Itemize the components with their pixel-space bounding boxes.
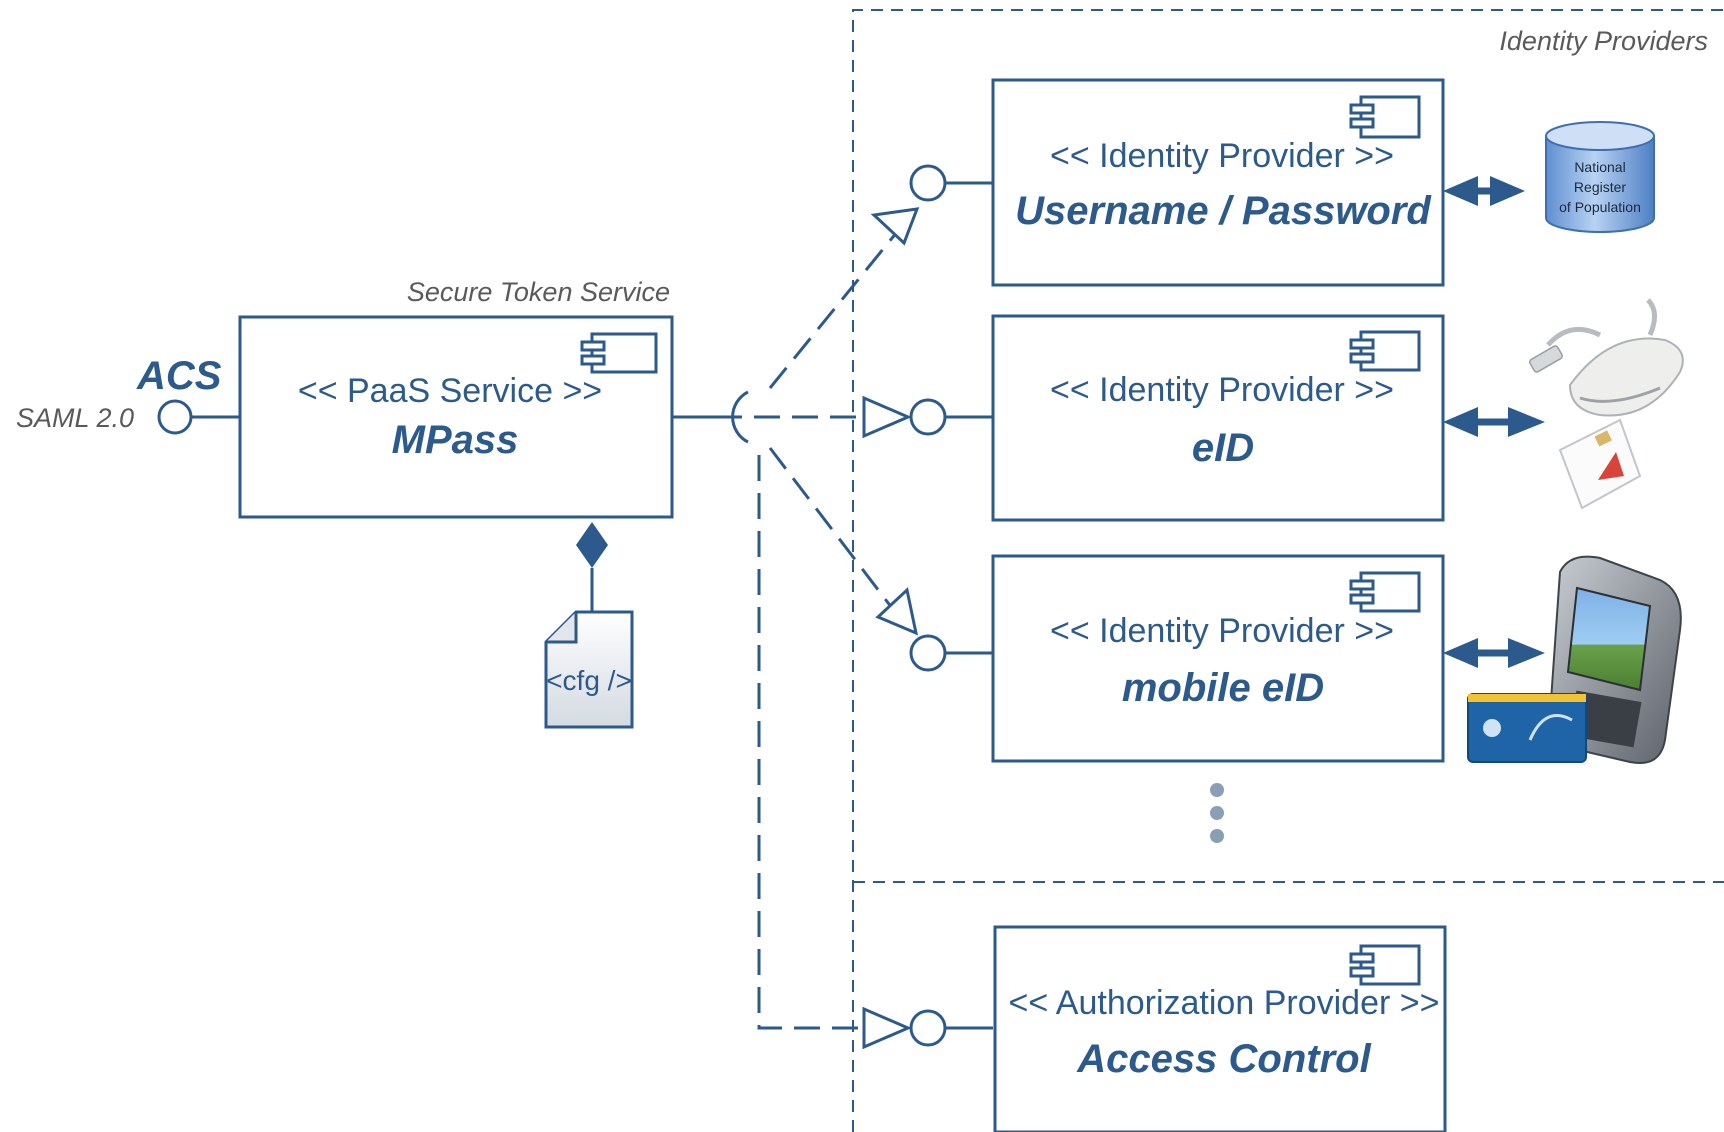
double-arrow xyxy=(1443,638,1545,668)
dependency-lines xyxy=(716,231,899,1030)
component-icon xyxy=(1349,330,1421,372)
component-icon xyxy=(580,332,658,374)
svg-text:National: National xyxy=(1574,159,1625,175)
double-arrow xyxy=(1443,176,1525,206)
double-arrow xyxy=(1443,407,1545,437)
provider-mobile-eid[interactable]: << Identity Provider >> mobile eID xyxy=(991,554,1445,763)
identity-providers-boundary: Identity Providers xyxy=(852,9,1724,1132)
boundary-label: Identity Providers xyxy=(1499,26,1708,56)
component-icon xyxy=(1349,944,1421,986)
svg-text:of Population: of Population xyxy=(1559,199,1641,215)
authorization-provider[interactable]: << Authorization Provider >> Access Cont… xyxy=(993,925,1447,1132)
provider-stereotype: << Identity Provider >> xyxy=(1050,612,1394,650)
provider-username-password[interactable]: << Identity Provider >> Username / Passw… xyxy=(991,78,1445,287)
svg-text:Register: Register xyxy=(1574,179,1626,195)
card-reader-icon xyxy=(1528,298,1684,417)
provider-name: Username / Password xyxy=(1015,189,1432,233)
config-composition xyxy=(576,522,608,612)
database-icon: National Register of Population xyxy=(1545,121,1655,233)
config-label: <cfg /> xyxy=(546,665,632,696)
config-file-icon: <cfg /> xyxy=(544,610,634,729)
smart-card-icon xyxy=(1558,418,1642,510)
more-providers-ellipsis xyxy=(1210,783,1224,843)
interface-access-control xyxy=(862,1006,993,1050)
provider-eid[interactable]: << Identity Provider >> eID xyxy=(991,314,1445,522)
provider-name: eID xyxy=(1192,426,1254,470)
interface-eid xyxy=(862,395,993,439)
component-icon xyxy=(1349,95,1421,139)
mobile-id-card-icon xyxy=(1467,693,1587,763)
mpass-stereotype: << PaaS Service >> xyxy=(298,372,602,410)
authorization-stereotype: << Authorization Provider >> xyxy=(1009,984,1440,1022)
acs-lollipop xyxy=(157,399,193,435)
acs-port[interactable]: ACS SAML 2.0 xyxy=(16,354,240,435)
acs-label: ACS xyxy=(136,354,222,398)
saml-label: SAML 2.0 xyxy=(16,403,134,433)
provider-stereotype: << Identity Provider >> xyxy=(1050,137,1394,175)
interface-username xyxy=(870,164,993,246)
mpass-caption: Secure Token Service xyxy=(407,277,670,307)
provider-name: mobile eID xyxy=(1122,666,1324,710)
component-icon xyxy=(1349,571,1421,613)
mpass-name: MPass xyxy=(392,418,519,462)
interface-mobile-eid xyxy=(875,587,993,672)
authorization-name: Access Control xyxy=(1076,1037,1371,1081)
mpass-component[interactable]: Secure Token Service << PaaS Service >> … xyxy=(238,277,674,519)
provider-stereotype: << Identity Provider >> xyxy=(1050,371,1394,409)
